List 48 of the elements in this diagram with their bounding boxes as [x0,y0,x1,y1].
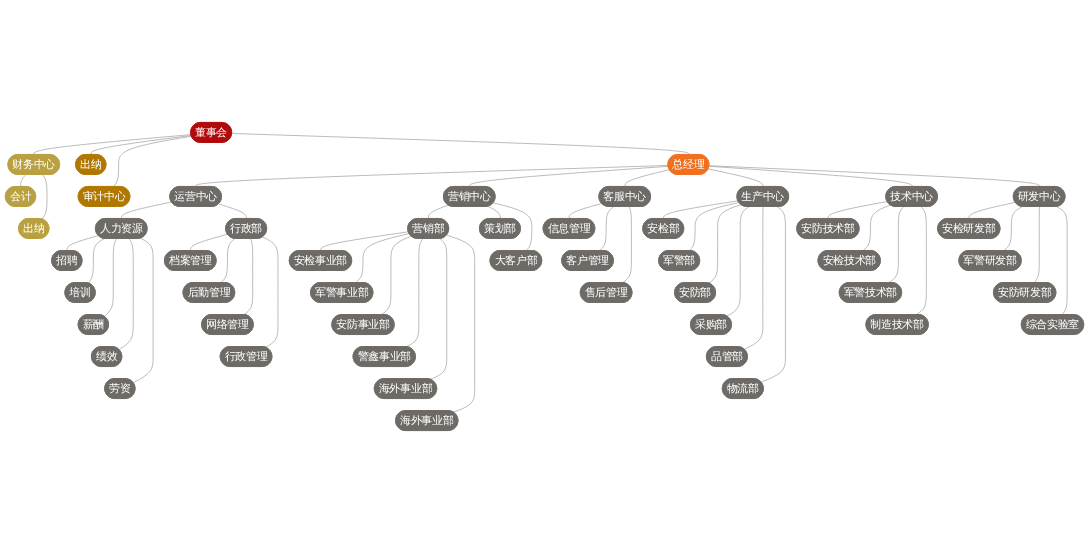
connector [88,238,105,284]
connector [862,204,891,252]
connector [887,206,904,284]
connector [118,238,134,350]
connector [446,234,476,413]
connector [113,135,192,188]
connector [132,238,154,383]
connector [355,233,410,284]
connector [707,168,764,188]
connector [760,206,786,383]
connector [599,206,614,252]
connector [708,204,742,284]
connector [469,165,669,188]
connector [195,165,669,188]
connector [428,204,449,220]
connector [743,206,764,350]
connector [320,231,409,252]
connector [231,133,690,156]
connector [66,235,99,252]
connector [621,206,632,284]
connector [33,134,192,156]
connector [20,174,27,188]
connector [487,206,501,220]
connector [689,202,740,252]
connector [220,238,236,284]
connector [90,135,192,156]
connector [726,206,750,317]
connector [663,200,739,220]
connector [380,235,412,316]
connector [41,174,48,220]
connector [190,233,228,252]
connector [262,236,279,348]
connector [624,169,670,188]
connector [1056,206,1068,316]
connector [121,201,172,220]
connector [568,203,603,220]
connector [1033,206,1040,284]
connector [103,238,117,317]
connector [708,165,1040,188]
connector [493,202,533,252]
connector [827,201,888,220]
connector [915,206,927,316]
connector [405,238,423,348]
connector [218,203,247,220]
connector [243,238,254,316]
connector [1003,206,1023,252]
connector [708,165,913,188]
connector [968,201,1016,220]
